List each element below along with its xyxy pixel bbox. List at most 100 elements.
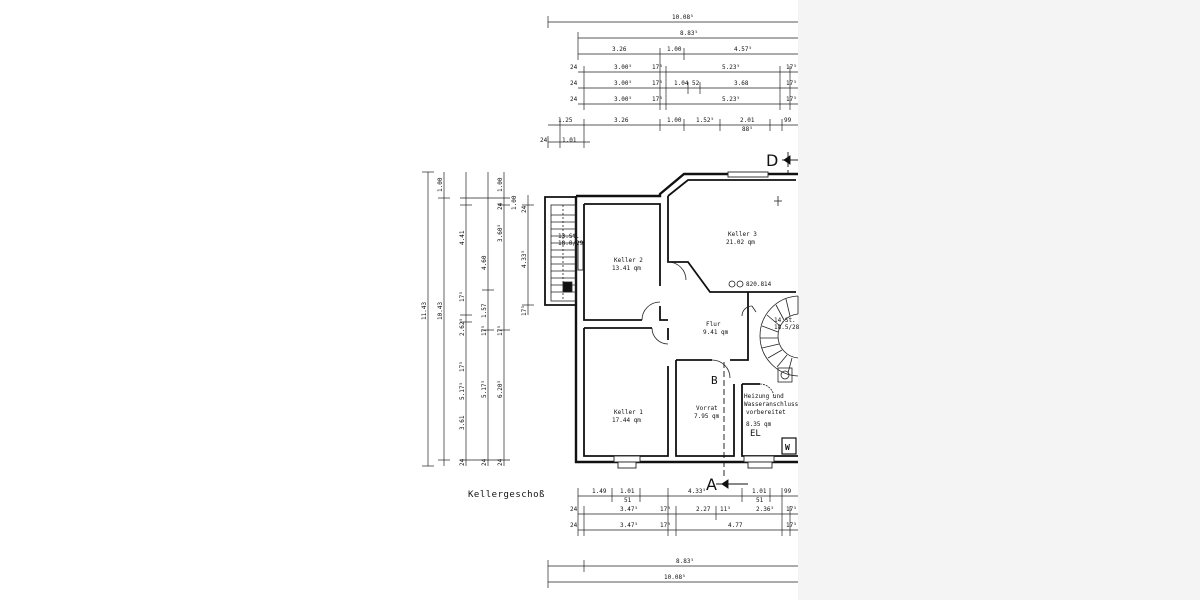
windows xyxy=(577,171,775,469)
dim-bot-r1-c: 51 xyxy=(624,497,632,504)
dim-top-r6-a: 24 xyxy=(570,96,578,103)
room-heizung-area: 8.35 qm xyxy=(746,421,772,428)
room-heizung-line2: Wasseranschluss xyxy=(744,401,799,408)
dim-top-r4-a: 24 xyxy=(570,64,578,71)
top-dimension-labels: 10.08⁵ 8.83⁵ 3.26 1.00 4.57⁵ 24 3.00⁵ 17… xyxy=(540,14,797,144)
dim-bot-r1-e: 1.01 xyxy=(752,488,767,495)
dim-top-r4-d: 5.23⁵ xyxy=(722,64,740,71)
dim-left-c3-f: 17⁵ xyxy=(459,291,466,302)
dim-top-inner: 8.83⁵ xyxy=(680,30,698,37)
dim-bot-r2-f: 2.36⁵ xyxy=(756,506,774,513)
stair-right-rise: 18.5/28 xyxy=(774,324,800,331)
dim-left-c6-e: 24 xyxy=(497,202,504,210)
stair-left-steps: 13.St. xyxy=(558,233,580,240)
section-lines xyxy=(716,152,798,489)
dim-top-r3-a: 3.26 xyxy=(612,46,627,53)
dim-top-r5-b: 3.00⁵ xyxy=(614,80,632,87)
left-stair xyxy=(550,204,577,302)
dim-bot-r2-a: 24 xyxy=(570,506,578,513)
dim-bot-r2-b: 3.47⁵ xyxy=(620,506,638,513)
dim-left-c4-b: 1.57 xyxy=(481,303,488,318)
dim-bot-r1-a: 1.49 xyxy=(592,488,607,495)
dim-bot-r3-c: 17⁵ xyxy=(660,522,671,529)
dim-top-r4-b: 3.00⁵ xyxy=(614,64,632,71)
page-edge-strip xyxy=(798,0,1200,600)
dim-left-c6-b: 1.00 xyxy=(511,195,518,210)
dim-top-r5-a: 24 xyxy=(570,80,578,87)
w-symbol: W xyxy=(785,443,790,452)
bottom-dimension-labels: 1.49 1.01 51 4.33⁵ 1.01 51 99 24 3.47⁵ 1… xyxy=(570,488,797,581)
dim-top-r8-a: 24 xyxy=(540,137,548,144)
dim-left-c3-g: 17⁵ xyxy=(459,361,466,372)
dim-top-r8-b: 1.01 xyxy=(562,137,577,144)
dim-top-r7-b: 3.26 xyxy=(614,117,629,124)
dim-bot-r2-g: 17⁵ xyxy=(786,506,797,513)
room-keller-3-area: 21.02 qm xyxy=(726,239,755,246)
dim-left-c5-b: 3.60⁵ xyxy=(497,224,504,242)
room-vorrat-name: Vorrat xyxy=(696,405,718,412)
dim-top-r6-b: 3.00⁵ xyxy=(614,96,632,103)
dim-left-c3-c: 2.62⁵ xyxy=(459,318,466,336)
dim-bot-r5: 10.08⁵ xyxy=(664,574,686,581)
dim-left-c3-a: 1.00 xyxy=(437,177,444,192)
dim-left-c6-c: 4.33⁵ xyxy=(521,250,528,268)
dim-bot-r1-d: 4.33⁵ xyxy=(688,488,706,495)
dim-bot-r3-a: 24 xyxy=(570,522,578,529)
dim-top-total: 10.08⁵ xyxy=(672,14,694,21)
dim-top-r5-g: 17⁵ xyxy=(786,80,797,87)
dim-left-inner: 10.43 xyxy=(437,302,444,320)
dim-bot-r3-b: 3.47⁵ xyxy=(620,522,638,529)
dim-left-c3-h: 24 xyxy=(459,458,466,466)
building-walls xyxy=(544,172,798,464)
el-symbol: EL xyxy=(750,429,761,439)
dim-top-r7-c: 1.00 xyxy=(667,117,682,124)
dim-bot-r4: 8.83⁵ xyxy=(676,558,694,565)
dim-left-c3-d: 5.17⁵ xyxy=(459,382,466,400)
room-keller-2-area: 13.41 qm xyxy=(612,265,641,272)
dim-top-r3-b: 1.00 xyxy=(667,46,682,53)
dim-left-c4-e: 24 xyxy=(481,458,488,466)
dim-top-r7-f: 99 xyxy=(784,117,792,124)
dim-left-c5-a: 1.00 xyxy=(497,177,504,192)
dim-left-c4-d: 17⁵ xyxy=(481,325,488,336)
door-swings xyxy=(641,261,775,399)
dim-left-c3-b: 4.41 xyxy=(459,230,466,245)
dim-bot-r2-e: 11⁵ xyxy=(720,506,731,513)
dim-bot-r3-d: 4.77 xyxy=(728,522,743,529)
left-dimension-labels: 11.43 10.43 1.00 4.41 2.62⁵ 5.17⁵ 3.61 1… xyxy=(421,177,528,466)
dim-top-r7-e: 2.01 xyxy=(740,117,755,124)
dim-top-r7-d: 1.52⁵ xyxy=(696,117,714,124)
dim-bot-r1-b: 1.01 xyxy=(620,488,635,495)
dim-bot-r2-d: 2.27 xyxy=(696,506,711,513)
room-heizung-line3: vorbereitet xyxy=(746,409,786,416)
dim-bot-r1-g: 99 xyxy=(784,488,792,495)
dim-top-r5-d: 1.04 xyxy=(674,80,689,87)
dim-left-c4-c: 5.17⁵ xyxy=(481,380,488,398)
dim-top-r5-f: 3.68 xyxy=(734,80,749,87)
fixtures xyxy=(728,196,793,383)
room-heizung-line1: Heizung und xyxy=(744,393,784,400)
room-flur-area: 9.41 qm xyxy=(703,329,729,336)
stair-right-steps: 14.St. xyxy=(774,317,796,324)
dim-left-c5-c: 6.20⁵ xyxy=(497,380,504,398)
room-keller-1-name: Keller 1 xyxy=(614,409,643,416)
dim-bot-r3-e: 17⁵ xyxy=(786,522,797,529)
dim-left-total: 11.43 xyxy=(421,302,428,320)
top-dimension-chains xyxy=(547,16,798,148)
dim-left-c6-d: 17⁵ xyxy=(521,305,528,316)
room-vorrat-area: 7.95 qm xyxy=(694,413,720,420)
dim-left-c5-e: 24 xyxy=(497,458,504,466)
section-mark-d: D xyxy=(766,151,778,170)
room-labels: Keller 2 13.41 qm Keller 3 21.02 qm Flur… xyxy=(468,151,800,500)
room-keller-3-name: Keller 3 xyxy=(728,231,757,238)
dim-left-c4-a: 4.60 xyxy=(481,255,488,270)
dim-left-c6-a: 24 xyxy=(521,205,528,213)
right-stair xyxy=(759,295,799,377)
dim-top-r6-c: 17⁵ xyxy=(652,96,663,103)
bottom-dimension-chains xyxy=(547,488,798,588)
dim-bot-r2-c: 17⁵ xyxy=(660,506,671,513)
dim-left-c5-d: 17⁵ xyxy=(497,325,504,336)
room-keller-2-name: Keller 2 xyxy=(614,257,643,264)
room-flur-name: Flur xyxy=(706,321,721,328)
